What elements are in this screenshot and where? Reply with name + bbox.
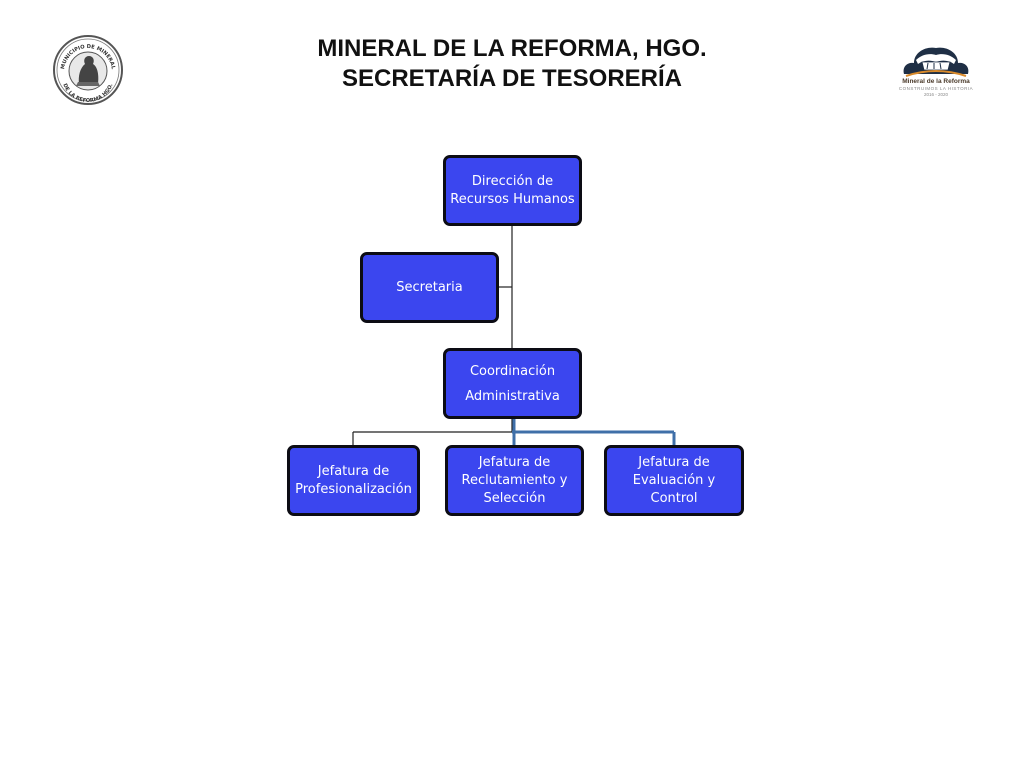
mineral-de-la-reforma-logo (903, 47, 969, 77)
logo-name: Mineral de la Reforma (902, 78, 970, 85)
node-jefatura-evaluacion-control: Jefatura de Evaluación y Control (604, 445, 744, 516)
logo-text-block: Mineral de la Reforma CONSTRUIMOS LA HIS… (890, 78, 982, 97)
logo-tagline: CONSTRUIMOS LA HISTORIA (898, 86, 974, 91)
node-jefatura-profesionalizacion: Jefatura de Profesionalización (287, 445, 420, 516)
node-direccion-recursos-humanos: Dirección de Recursos Humanos (443, 155, 582, 226)
title-line-2: SECRETARÍA DE TESORERÍA (341, 65, 683, 92)
node-secretaria: Secretaria (360, 252, 499, 323)
title-line-1: MINERAL DE LA REFORMA, HGO. (317, 35, 707, 62)
page-title: MINERAL DE LA REFORMA, HGO. SECRETARÍA D… (212, 34, 812, 94)
node-coordinacion-administrativa: Coordinación Administrativa (443, 348, 582, 419)
municipal-seal-logo: MUNICIPIO DE MINERAL DE LA REFORMA HGO. (53, 35, 123, 105)
logo-years: 2016 - 2020 (923, 92, 949, 97)
node-jefatura-reclutamiento-seleccion: Jefatura de Reclutamiento y Selección (445, 445, 584, 516)
